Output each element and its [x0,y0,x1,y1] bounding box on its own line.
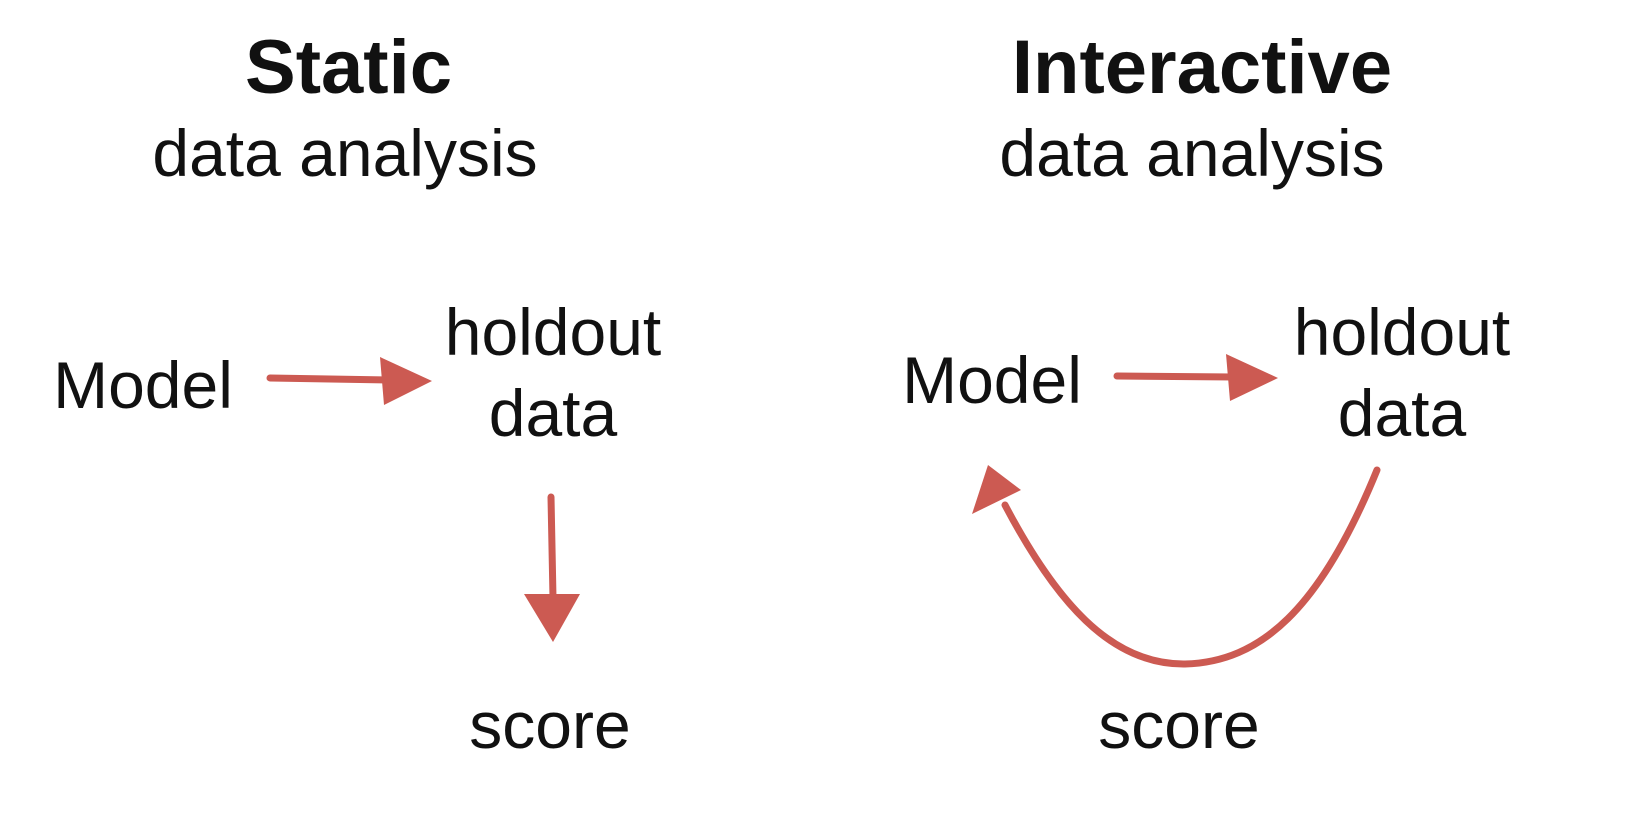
interactive-score-label: score [1098,688,1260,762]
static-model-label: Model [53,348,233,422]
interactive-holdout-line2: data [1337,375,1467,450]
interactive-title: Interactive [1011,25,1393,110]
interactive-subtitle: data analysis [999,116,1385,190]
static-holdout-line1: holdout [444,295,662,369]
static-title: Static [245,25,452,110]
interactive-holdout-line1: holdout [1293,295,1511,369]
static-panel: Static data analysis Model holdout data … [0,0,812,837]
static-holdout-line2: data [488,375,618,450]
interactive-holdout-data-label: holdout data [1277,292,1527,453]
interactive-model-label: Model [902,343,1082,417]
static-score-label: score [469,688,631,762]
interactive-panel: Interactive data analysis Model holdout … [812,0,1624,837]
static-subtitle: data analysis [152,116,538,190]
static-holdout-data-label: holdout data [428,292,678,453]
